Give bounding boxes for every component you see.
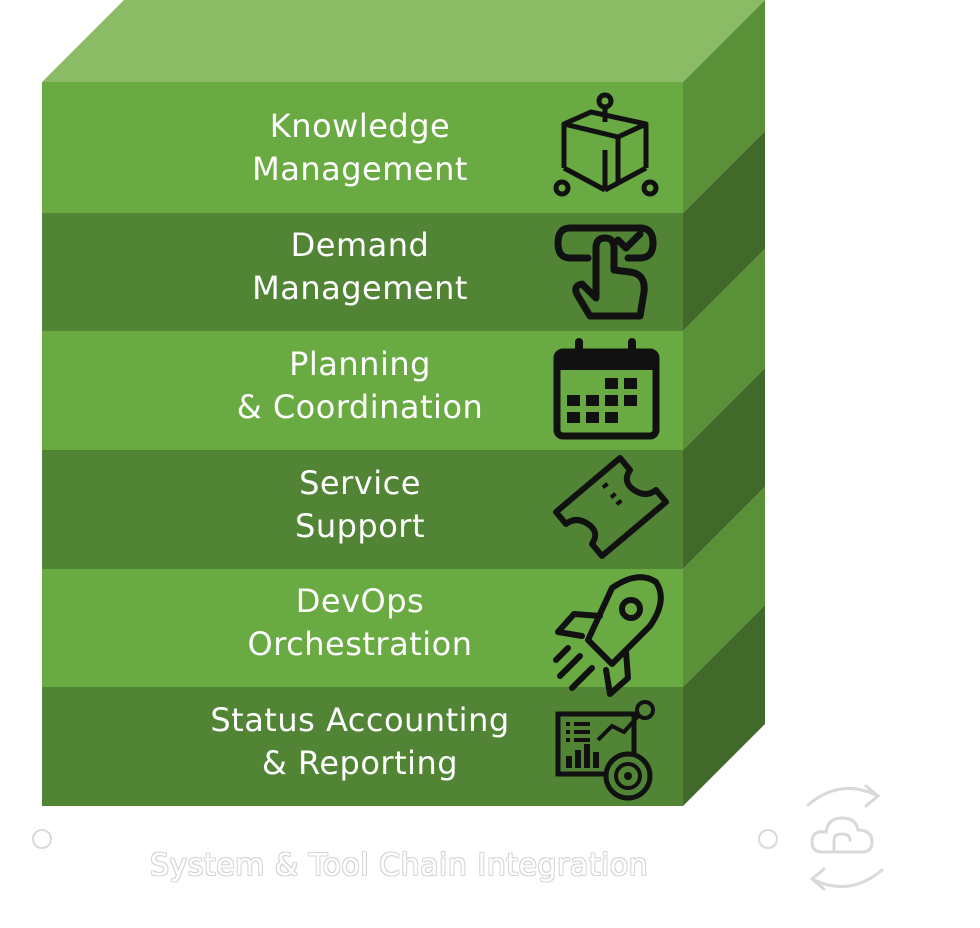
layer-label-line2: & Coordination [236,388,484,426]
layer-label-line2: Management [252,269,468,307]
cube-top-face [42,0,765,82]
layer-label-line2: Support [295,507,425,545]
layer-devops-orchestration [42,487,765,687]
footer-dot-left [32,829,52,849]
footer-dot-right [758,829,778,849]
layer-side-face [683,0,765,213]
layer-side-face [683,131,765,331]
layer-label-knowledge-management: Knowledge Management [150,105,570,191]
layer-label-line2: Orchestration [247,625,473,663]
layer-label-status-accounting-reporting: Status Accounting & Reporting [150,699,570,785]
layer-label-demand-management: Demand Management [150,224,570,310]
layer-label-line1: DevOps [295,582,425,620]
layer-label-line1: Service [299,464,421,502]
calendar-icon [553,338,660,440]
layer-front-face [42,569,683,687]
layer-side-face [683,605,765,806]
layer-label-line1: Planning [289,345,431,383]
layer-label-line2: Management [252,150,468,188]
cloud-sync-icon [806,784,884,891]
layer-label-line1: Status Accounting [210,701,510,739]
layer-side-face [683,249,765,450]
layer-label-line1: Demand [290,226,430,264]
touch-check-icon [554,224,657,320]
layer-demand-management [42,131,765,331]
layer-label-service-support: Service Support [150,462,570,548]
layer-service-support [42,368,765,569]
layer-label-devops-orchestration: DevOps Orchestration [150,580,570,666]
layer-knowledge-management [42,0,765,213]
layer-status-accounting-reporting [42,605,765,806]
layer-side-face [683,368,765,569]
layer-label-planning-coordination: Planning & Coordination [150,343,570,429]
cube-network-icon [553,92,659,197]
layer-front-face [42,687,683,806]
ticket-icon [553,455,669,559]
dashboard-report-icon [555,700,655,801]
layer-side-face [683,487,765,687]
layer-label-line2: & Reporting [261,744,459,782]
layer-front-face [42,450,683,569]
rocket-icon [553,574,664,697]
layer-front-face [42,213,683,331]
layer-front-face [42,82,683,213]
footer-integration-label: System & Tool Chain Integration [150,848,649,883]
layer-label-line1: Knowledge [269,107,451,145]
